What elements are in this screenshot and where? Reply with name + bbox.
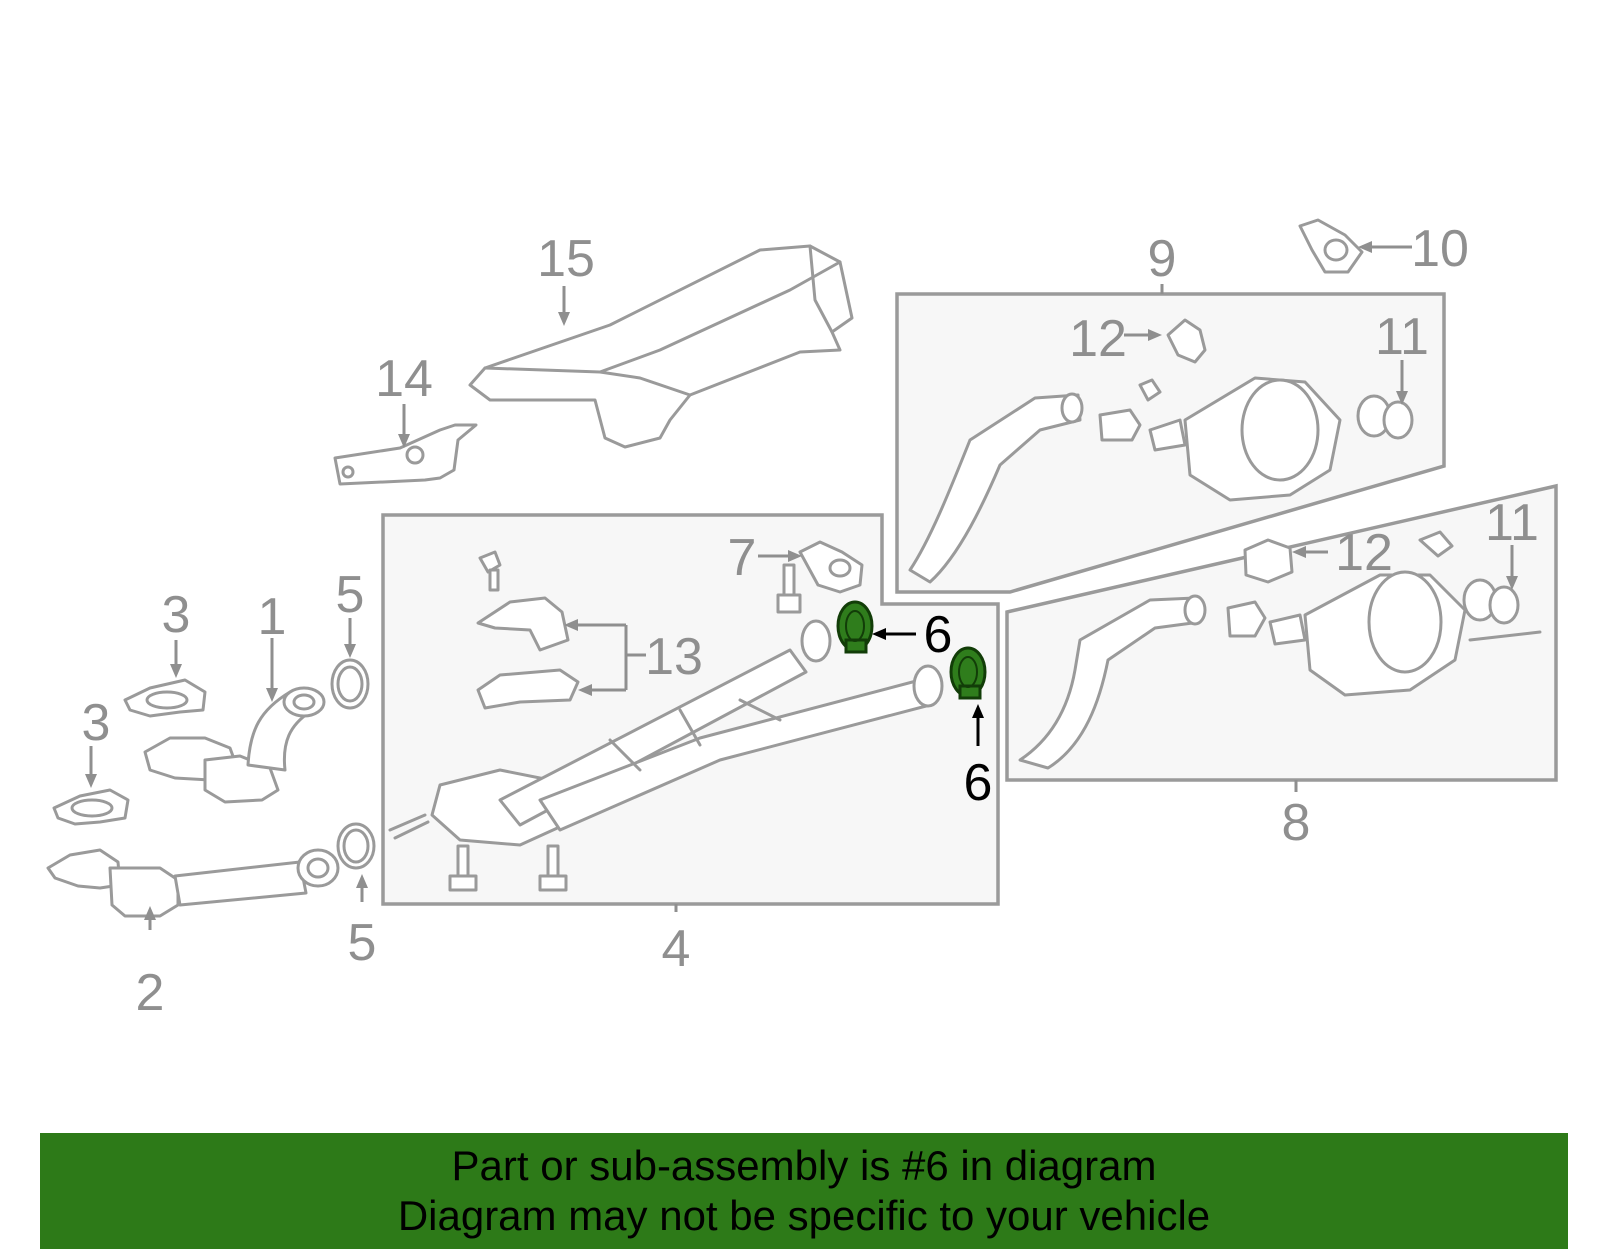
clamp-part-6-lower[interactable] — [949, 646, 987, 700]
highlight-leader-lines — [872, 628, 984, 746]
leader-lines — [85, 241, 1518, 930]
hanger-part-13-upper — [476, 596, 570, 652]
tail-pipe-part-8 — [1018, 594, 1307, 770]
callout-3-lower: 3 — [82, 694, 111, 752]
callout-2: 2 — [136, 964, 165, 1022]
banner-line-disclaimer: Diagram may not be specific to your vehi… — [397, 1192, 1211, 1239]
hanger-part-10 — [1298, 218, 1364, 274]
callout-12-upper: 12 — [1069, 310, 1127, 368]
hanger-part-12-lower — [1243, 530, 1454, 584]
y-pipe-part-4 — [388, 619, 944, 847]
tail-pipe-part-9 — [908, 392, 1187, 584]
callout-11-upper: 11 — [1375, 308, 1429, 366]
callout-5-upper: 5 — [336, 566, 365, 624]
hanger-part-13-lower — [476, 668, 580, 710]
callout-4: 4 — [662, 920, 691, 978]
hanger-part-12-upper — [1138, 318, 1207, 402]
exhaust-tip-part-11-lower — [1462, 578, 1542, 642]
callout-12-lower: 12 — [1335, 524, 1393, 582]
banner-line-part-info: Part or sub-assembly is #6 in diagram — [451, 1142, 1157, 1189]
bracket-part-7 — [776, 540, 864, 614]
callout-5-lower: 5 — [348, 914, 377, 972]
callout-3-upper: 3 — [162, 586, 191, 644]
callout-10: 10 — [1411, 220, 1469, 278]
callout-11-lower: 11 — [1485, 494, 1539, 552]
bolt-part-4-c — [538, 844, 568, 892]
callout-6-upper: 6 — [924, 606, 953, 664]
clamp-part-6-upper[interactable] — [836, 600, 874, 654]
callout-7: 7 — [728, 529, 757, 587]
exhaust-tip-part-11-upper — [1356, 394, 1414, 440]
bracket-part-14 — [333, 423, 478, 486]
muffler-part-9 — [1183, 376, 1342, 502]
callout-13: 13 — [645, 628, 703, 686]
heat-shield-part-15 — [468, 244, 854, 449]
callout-labels: 1 2 3 3 4 5 5 6 6 7 8 9 10 11 11 12 12 1… — [82, 220, 1539, 1022]
gasket-part-3-upper — [123, 678, 207, 718]
callout-15: 15 — [537, 230, 595, 288]
info-banner: Part or sub-assembly is #6 in diagram Di… — [40, 1133, 1568, 1249]
seal-part-5-upper — [330, 658, 370, 710]
seal-part-5-lower — [336, 822, 376, 870]
gasket-part-3-lower — [52, 788, 130, 826]
muffler-part-8 — [1303, 570, 1467, 697]
bolt-part-4-b — [448, 844, 478, 892]
callout-8: 8 — [1282, 794, 1311, 852]
callout-6-lower: 6 — [964, 754, 993, 812]
pipe-part-1 — [143, 686, 326, 804]
pipe-part-2 — [46, 848, 340, 918]
callout-14: 14 — [375, 350, 433, 408]
callout-1: 1 — [258, 588, 287, 646]
callout-9: 9 — [1148, 230, 1177, 288]
bolt-part-4-a — [478, 550, 502, 592]
